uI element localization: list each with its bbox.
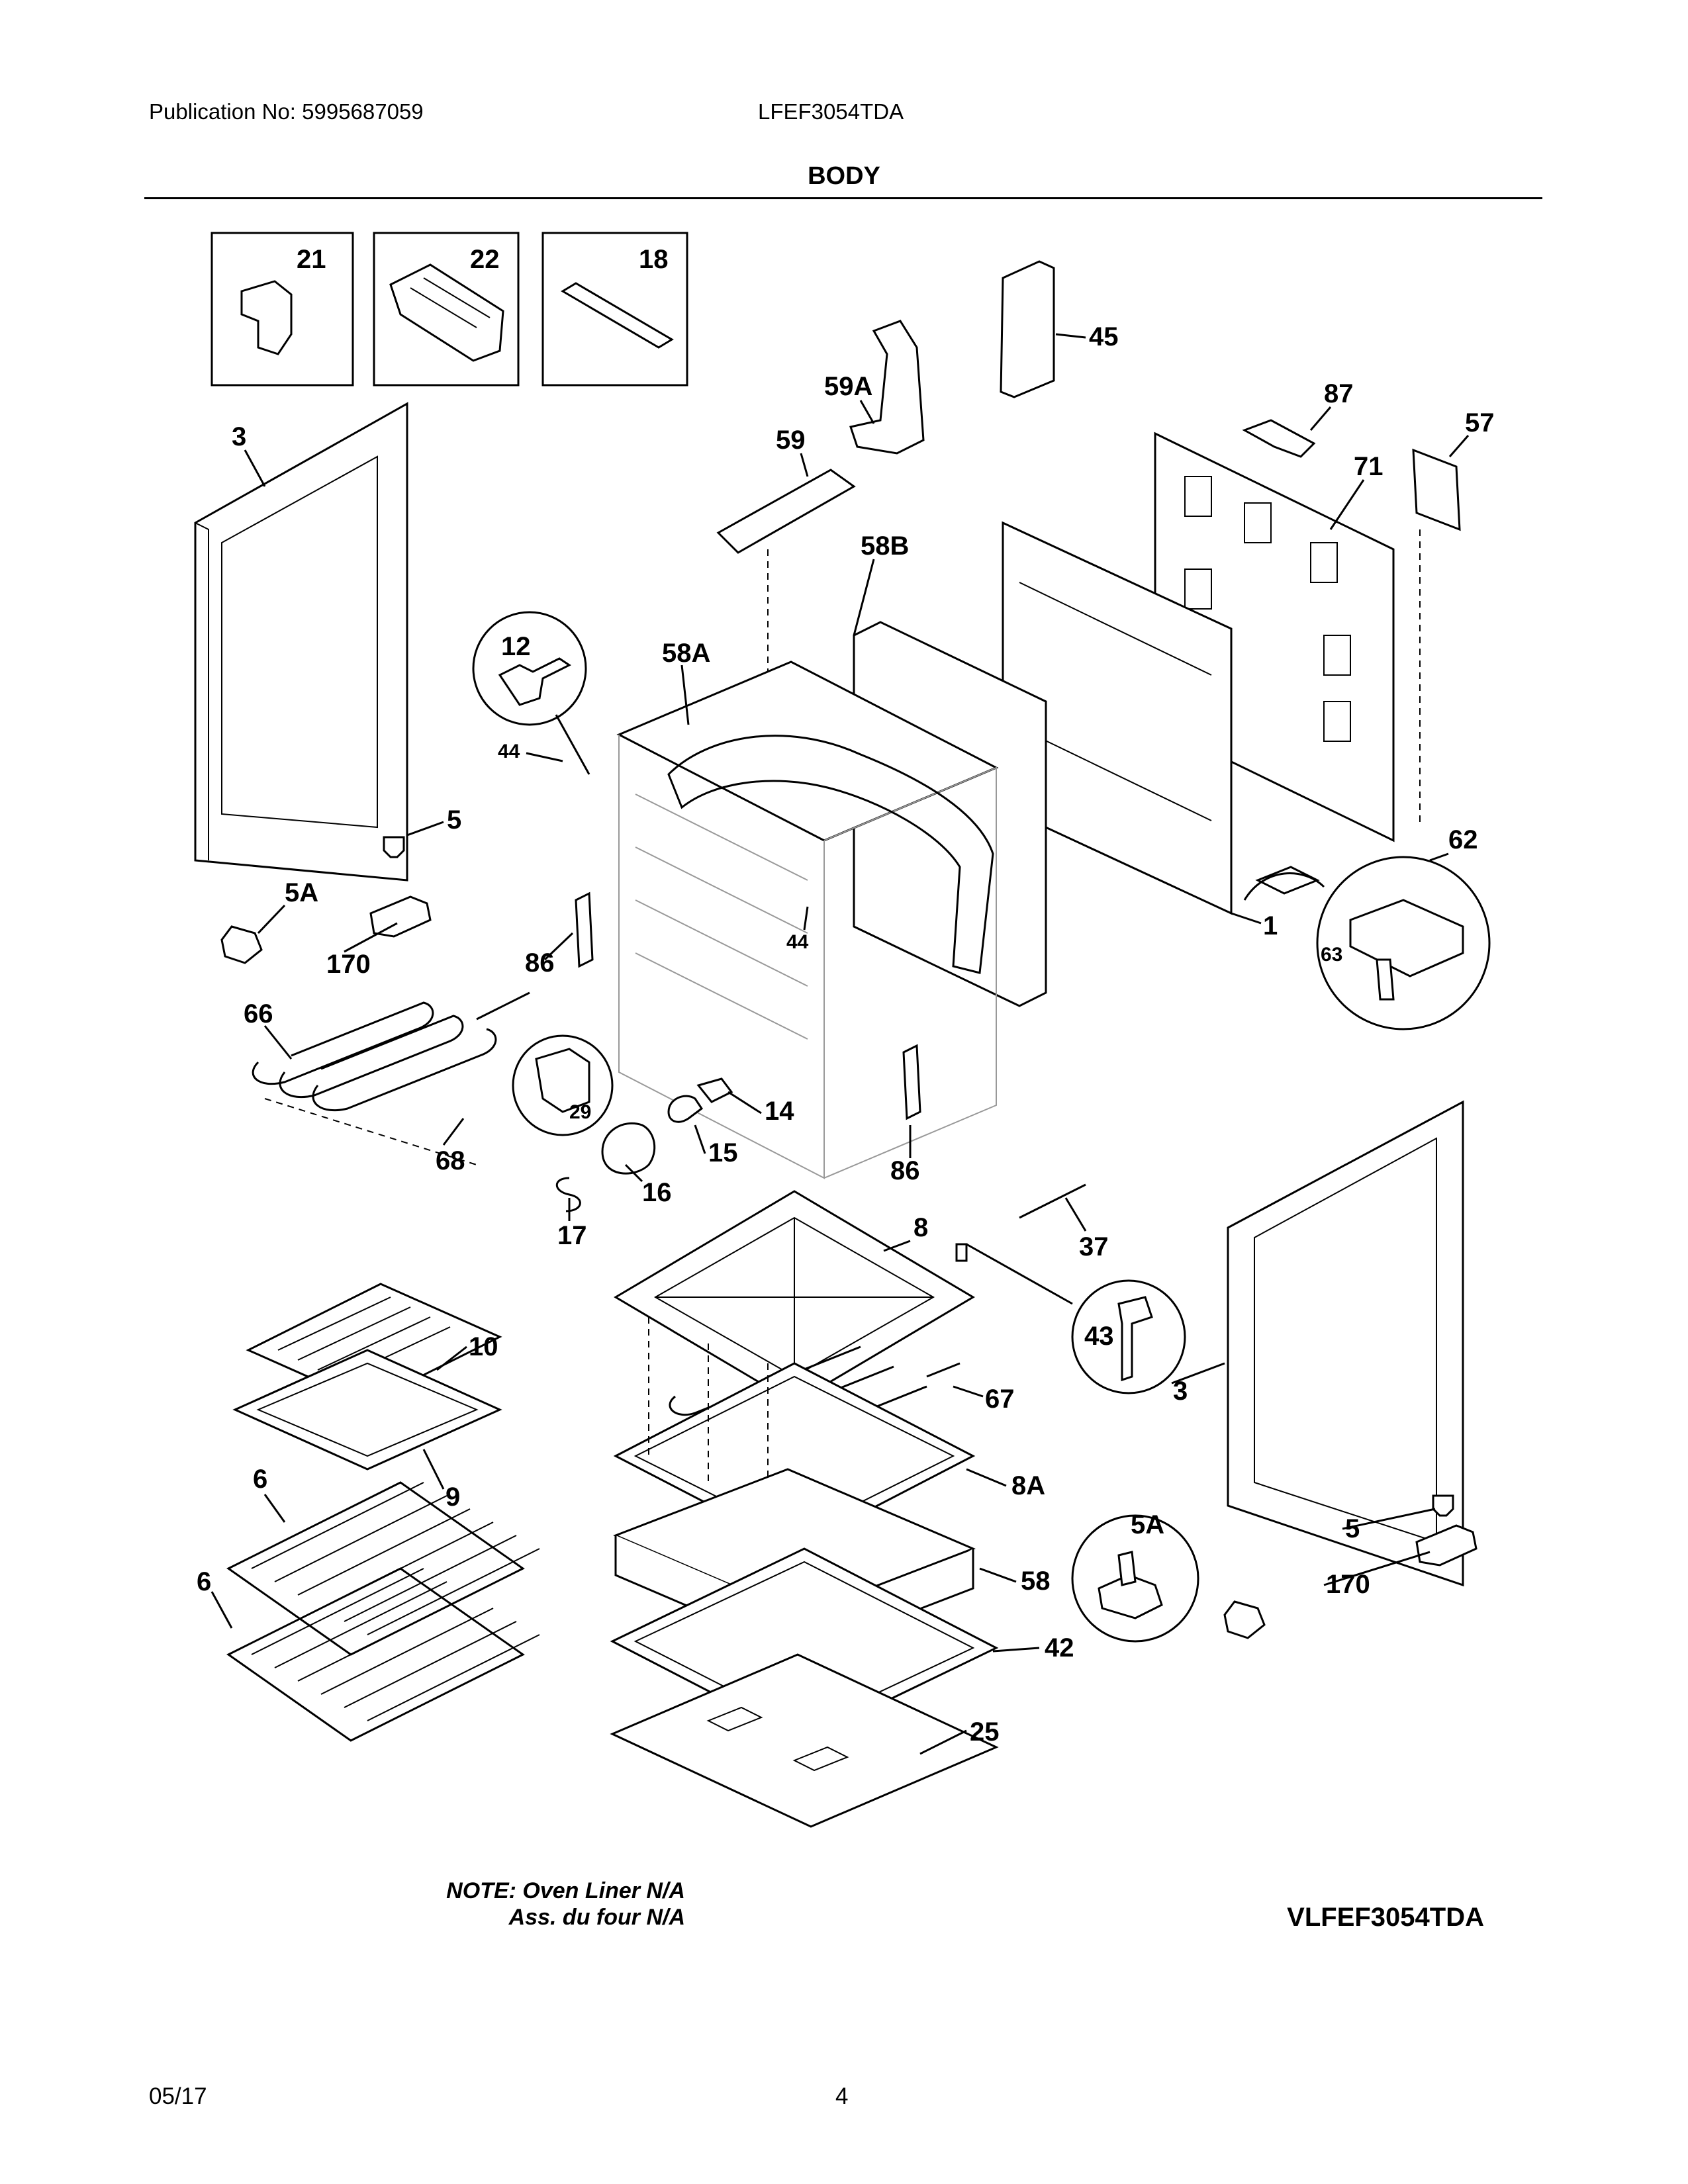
- callout-58B: 58B: [861, 531, 909, 561]
- part-86-bracket-lower: [902, 1044, 921, 1120]
- callout-66: 66: [244, 999, 273, 1028]
- diagram-id: VLFEF3054TDA: [1287, 1903, 1484, 1932]
- part-59A-duct: [849, 320, 925, 455]
- callout-44-lower: 44: [786, 931, 809, 953]
- callout-43: 43: [1084, 1322, 1114, 1351]
- callout-6-upper: 6: [253, 1465, 267, 1494]
- part-45-bracket: [1000, 260, 1055, 398]
- callout-62: 62: [1448, 825, 1478, 854]
- header-divider: [144, 197, 1542, 199]
- footer-date: 05/17: [149, 2083, 207, 2109]
- callout-22: 22: [470, 245, 500, 274]
- callout-25: 25: [970, 1717, 1000, 1747]
- publication-number: Publication No: 5995687059: [149, 99, 424, 124]
- callout-42: 42: [1045, 1633, 1074, 1662]
- callout-14: 14: [765, 1097, 794, 1126]
- callout-5-left: 5: [447, 805, 461, 835]
- inset-box-18: [541, 232, 688, 387]
- detail-circle-43: [955, 1243, 1186, 1394]
- part-59-duct: [716, 469, 856, 554]
- detail-circle-62: [1243, 856, 1491, 1030]
- part-86-bracket-upper: [575, 891, 594, 968]
- callout-5A-right: 5A: [1131, 1510, 1164, 1539]
- part-5A-leg-right: [1223, 1600, 1266, 1639]
- callout-44-upper: 44: [498, 741, 520, 762]
- callout-3-right: 3: [1173, 1377, 1188, 1406]
- part-57-cover: [1412, 448, 1461, 531]
- callout-3-left: 3: [232, 422, 246, 451]
- callout-170-right: 170: [1326, 1570, 1370, 1599]
- part-9-broil-pan: [232, 1349, 502, 1471]
- inset-box-22: [373, 232, 520, 387]
- callout-68: 68: [436, 1146, 465, 1175]
- callout-8: 8: [914, 1213, 928, 1242]
- callout-86-lower: 86: [890, 1156, 920, 1185]
- part-170-bracket-right: [1415, 1524, 1477, 1567]
- callout-5A-left: 5A: [285, 878, 318, 907]
- part-16-light-lens: [601, 1122, 656, 1175]
- footer-page-number: 4: [835, 2083, 849, 2109]
- callout-67: 67: [985, 1385, 1015, 1414]
- part-8-oven-bottom: [614, 1190, 975, 1404]
- note-line-1: NOTE: Oven Liner N/A: [446, 1878, 685, 1903]
- callout-9: 9: [445, 1482, 460, 1512]
- callout-170-left: 170: [326, 950, 371, 979]
- callout-37: 37: [1079, 1232, 1109, 1261]
- callout-58A: 58A: [662, 639, 710, 668]
- callout-12: 12: [501, 632, 531, 661]
- callout-16: 16: [642, 1178, 672, 1207]
- callout-87: 87: [1324, 379, 1354, 408]
- callout-86-upper: 86: [525, 948, 555, 978]
- detail-circle-12: [472, 611, 590, 775]
- part-68-mounting-bracket: [264, 1098, 477, 1165]
- detail-circle-29: [512, 1034, 614, 1136]
- part-15-light-bulb: [667, 1095, 704, 1123]
- callout-63: 63: [1321, 944, 1342, 966]
- callout-1: 1: [1263, 911, 1278, 940]
- part-3-left-side-panel: [194, 402, 408, 882]
- part-6-oven-rack-lower: [226, 1567, 540, 1742]
- callout-21: 21: [297, 245, 326, 274]
- callout-57: 57: [1465, 408, 1495, 437]
- model-number: LFEF3054TDA: [758, 99, 904, 124]
- part-5-leveler-right: [1432, 1494, 1454, 1517]
- callout-15: 15: [708, 1138, 738, 1167]
- callout-45: 45: [1089, 322, 1119, 351]
- callout-labels: 21 22 18 45 59A 59 87 57 71 3 58B 12 58A…: [197, 245, 1495, 1747]
- part-25-bottom-cover: [610, 1653, 999, 1828]
- part-71-vents: [1184, 476, 1351, 742]
- callout-71: 71: [1354, 452, 1383, 481]
- part-14-light-socket: [696, 1077, 733, 1103]
- inset-box-21: [211, 232, 354, 387]
- callout-10: 10: [469, 1332, 498, 1361]
- callout-59A: 59A: [824, 372, 872, 401]
- part-37-wire: [1019, 1183, 1086, 1219]
- callout-58: 58: [1021, 1567, 1051, 1596]
- callout-17: 17: [557, 1221, 587, 1250]
- part-3-right-side-panel: [1227, 1100, 1464, 1587]
- part-17-retainer: [555, 1177, 581, 1212]
- part-66-broil-element: [252, 991, 530, 1112]
- leader-lines: [211, 333, 1470, 1755]
- part-87-plate: [1242, 419, 1316, 458]
- part-170-bracket-left: [369, 895, 432, 938]
- detail-circle-5A: [1071, 1514, 1199, 1643]
- callout-18: 18: [639, 245, 669, 274]
- callout-8A: 8A: [1011, 1471, 1045, 1500]
- callout-5-right: 5: [1345, 1514, 1360, 1543]
- part-5-leveler-left: [383, 836, 405, 858]
- note-line-2: Ass. du four N/A: [508, 1905, 685, 1930]
- callout-29: 29: [569, 1101, 591, 1123]
- section-title: BODY: [808, 162, 880, 190]
- part-5A-leg-left: [220, 925, 263, 964]
- callout-59: 59: [776, 426, 806, 455]
- callout-6-lower: 6: [197, 1567, 211, 1596]
